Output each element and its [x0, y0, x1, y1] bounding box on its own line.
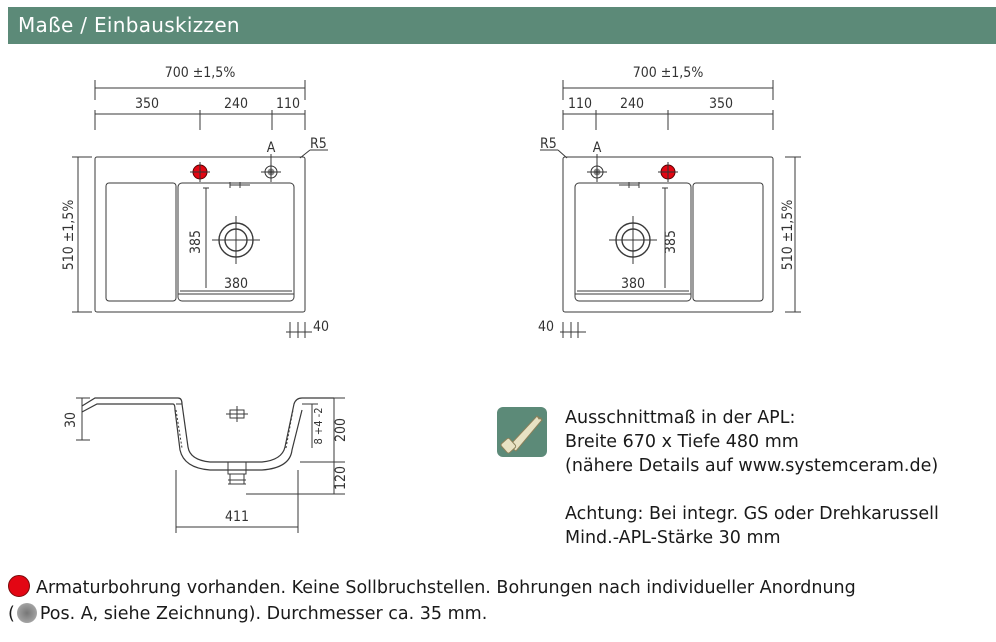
left-offset: 40: [313, 319, 329, 335]
left-radius: R5: [310, 136, 327, 152]
section-depth: 200: [333, 418, 349, 442]
left-plan-view: [72, 80, 328, 338]
right-offset: 40: [538, 319, 554, 335]
page-title: Maße / Einbauskizzen: [18, 13, 240, 37]
section-header: Maße / Einbauskizzen: [8, 7, 996, 44]
left-hole-red: [190, 162, 210, 182]
right-hole-grey: [587, 162, 607, 182]
warning-info: Achtung: Bei integr. GS oder Drehkarusse…: [565, 502, 939, 550]
right-total-width: 700 ±1,5%: [633, 65, 704, 81]
warning-text: Achtung: Bei integr. GS oder Drehkarusse…: [565, 504, 939, 524]
right-dim-c: 350: [709, 96, 733, 112]
section-view: [76, 397, 345, 533]
left-bowl-height: 385: [188, 230, 204, 254]
right-radius: R5: [540, 136, 557, 152]
footer-note: Armaturbohrung vorhanden. Keine Sollbruc…: [8, 575, 993, 627]
left-dim-b: 240: [224, 96, 248, 112]
grey-dot-icon: [16, 603, 37, 623]
saw-icon: [497, 407, 547, 457]
section-tolerance: 8 +4 -2: [312, 407, 325, 444]
section-rim: 30: [63, 412, 79, 428]
section-outlet: 120: [333, 466, 349, 490]
cutout-title: Ausschnittmaß in der APL:: [565, 408, 796, 428]
right-hole-red: [658, 162, 678, 182]
warning-thickness: Mind.-APL-Stärke 30 mm: [565, 528, 781, 548]
left-dim-a: 350: [135, 96, 159, 112]
footer-line-2: Pos. A, siehe Zeichnung). Durchmesser ca…: [39, 604, 488, 624]
right-height: 510 ±1,5%: [780, 200, 796, 271]
left-bowl-width: 380: [224, 276, 248, 292]
left-total-width: 700 ±1,5%: [165, 65, 236, 81]
left-hole-grey: [261, 162, 281, 182]
left-position-label: A: [267, 140, 276, 156]
right-plan-view: [540, 80, 801, 338]
red-dot-icon: [8, 575, 30, 597]
cutout-info: Ausschnittmaß in der APL: Breite 670 x T…: [565, 406, 938, 478]
right-bowl-width: 380: [621, 276, 645, 292]
right-dim-b: 240: [620, 96, 644, 112]
right-dim-a: 110: [568, 96, 592, 112]
section-bowl-width: 411: [225, 509, 249, 525]
left-height: 510 ±1,5%: [61, 200, 77, 271]
right-bowl-height: 385: [663, 230, 679, 254]
footer-paren: (: [8, 604, 15, 624]
footer-line-1: Armaturbohrung vorhanden. Keine Sollbruc…: [36, 578, 856, 598]
cutout-size: Breite 670 x Tiefe 480 mm: [565, 432, 799, 452]
left-dim-c: 110: [276, 96, 300, 112]
cutout-details-link: (nähere Details auf www.systemceram.de): [565, 456, 939, 476]
right-position-label: A: [593, 140, 602, 156]
